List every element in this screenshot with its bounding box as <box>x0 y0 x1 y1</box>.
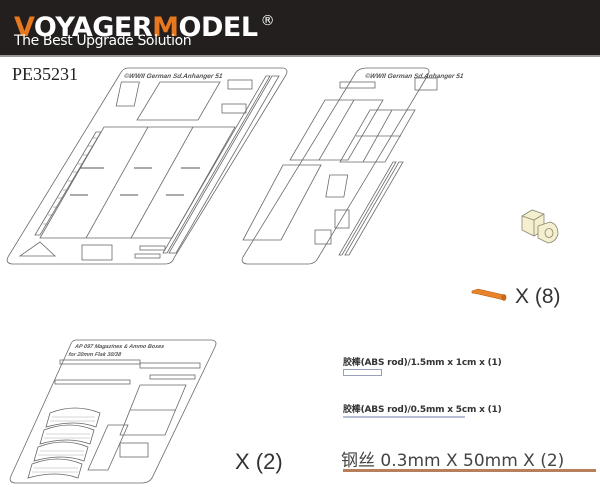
steel-wire-swatch <box>343 469 596 472</box>
fret-a-drawing: ©WWII German Sd.Anhanger 51 <box>6 67 288 265</box>
fret-c-title-line1: AP 097 Magazines & Ammo Boxes <box>73 344 164 350</box>
fret-c-drawing: AP 097 Magazines & Ammo Boxes for 20mm F… <box>9 339 217 484</box>
steel-wire-label: 钢丝 0.3mm X 50mm X (2) <box>341 451 565 471</box>
turned-shell-icon <box>471 288 507 301</box>
abs-rod-2-label: 胶棒(ABS rod)/0.5mm x 5cm x (1) <box>343 405 502 415</box>
abs-rod-1-swatch <box>343 369 382 376</box>
fret-a-title: ©WWII German Sd.Anhanger 51 <box>123 72 223 80</box>
abs-rod-2-swatch <box>343 416 465 418</box>
fret-b-title: ©WWII German Sd.Anhanger 51 <box>364 72 464 80</box>
fret-c-title-line2: for 20mm Flak 30/38 <box>68 352 122 358</box>
brand-header: VOYAGERMODEL® The Best Upgrade Solution <box>0 0 600 57</box>
fret-c-quantity: X (2) <box>235 449 283 474</box>
fret-b-drawing: ©WWII German Sd.Anhanger 51 <box>241 67 465 265</box>
brand-logo: VOYAGERMODEL® <box>14 12 275 43</box>
brand-tagline: The Best Upgrade Solution <box>14 33 192 49</box>
shell-quantity: X (8) <box>515 285 561 308</box>
part-number: PE35231 <box>12 64 79 84</box>
resin-bracket-icon <box>521 209 559 244</box>
abs-rod-1-label: 胶棒(ABS rod)/1.5mm x 1cm x (1) <box>343 358 502 368</box>
